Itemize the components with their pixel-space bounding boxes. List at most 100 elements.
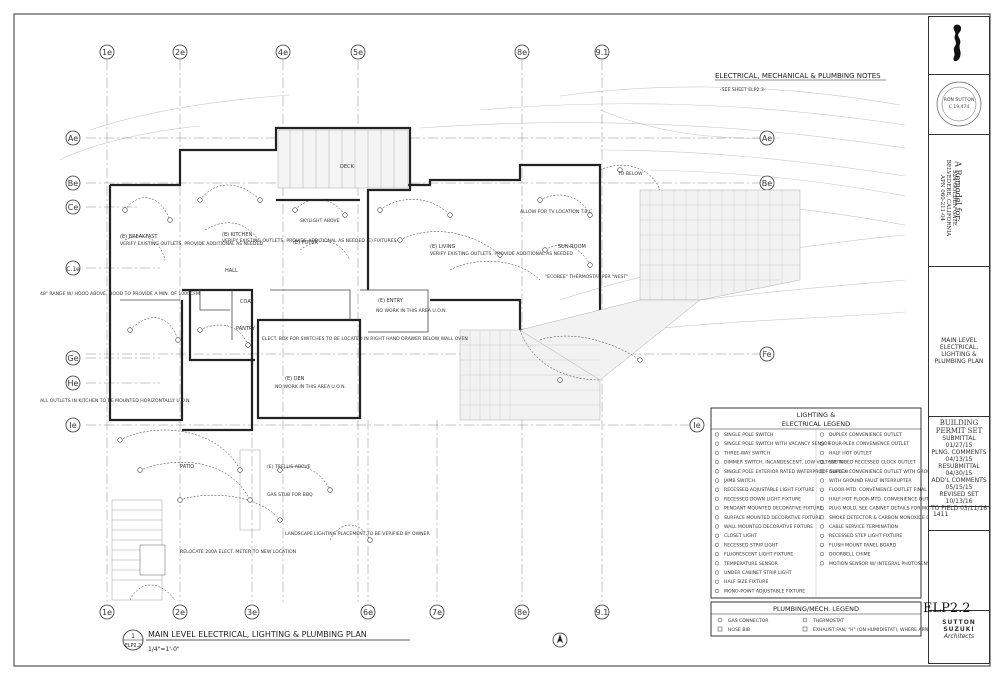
- legend-left-column: SINGLE POLE SWITCH SINGLE POLE SWITCH WIT…: [714, 432, 848, 594]
- grid-label: 7e: [432, 608, 442, 617]
- legend-item: FLUSH MOUNT PANEL BOARD: [829, 542, 897, 548]
- legend-item: SURFACE MOUNTED DECORATIVE FIXTURE: [724, 515, 822, 521]
- legend-symbol-icon: [819, 441, 825, 446]
- legend-item: CLOSET LIGHT: [724, 533, 757, 539]
- title-block: RON SUTTON C 19,474 A Remodel for: 324 G…: [923, 16, 990, 665]
- legend-item: FLOOR-MTD. CONVENIENCE OUTLET FINAL LOCA…: [829, 487, 952, 493]
- drawing-number: 1: [131, 633, 135, 640]
- legend-item: FLUORESCENT LIGHT FIXTURE: [724, 552, 793, 558]
- legend-item: PLUG MOLD, SEE CABINET DETAILS FOR MOUNT…: [829, 506, 948, 512]
- grid-label: Be: [68, 179, 78, 188]
- grid-label: 1e: [102, 48, 112, 57]
- notes-title: ELECTRICAL, MECHANICAL & PLUMBING NOTES: [715, 72, 881, 80]
- room-label: PATIO: [180, 464, 194, 470]
- grid-label: 3e: [247, 608, 257, 617]
- legend-symbol-icon: [714, 552, 720, 557]
- legend-item: SINGLE POLE SWITCH WITH VACANCY SENSOR: [724, 441, 831, 447]
- legend-title-1: LIGHTING &: [797, 411, 835, 419]
- legend-item: RECESSED STEP LIGHT FIXTURE: [829, 533, 902, 539]
- annotation: "ECOBEE" THERMOSTAT PER "NEST": [545, 274, 628, 280]
- interior-walls: [120, 289, 429, 340]
- legend-symbol-icon: [714, 515, 720, 520]
- legend-symbol-icon: [714, 533, 720, 538]
- legend-symbol-icon: [714, 524, 720, 529]
- annotation: GAS STUB FOR BBQ: [267, 492, 313, 498]
- legend-symbol-icon: [714, 478, 720, 483]
- plumbing-legend-title: PLUMBING/MECH. LEGEND: [773, 605, 859, 613]
- light-fixtures: [117, 167, 643, 543]
- room-note: VERIFY EXISTING OUTLETS, PROVIDE ADDITIO…: [120, 241, 263, 247]
- drawing-title-text: MAIN LEVEL ELECTRICAL, LIGHTING & PLUMBI…: [148, 630, 367, 639]
- legend-item: JAMB SWITCH: [723, 478, 755, 484]
- legend-symbol-icon: [819, 469, 825, 474]
- legend-symbol-icon: [714, 432, 720, 437]
- revision-item: PLNG. COMMENTS 04/13/15: [931, 449, 987, 463]
- legend-item: HALF HOT OUTLET: [829, 450, 872, 456]
- stamp-cell: RON SUTTON C 19,474: [929, 75, 989, 135]
- grid-label: Ge: [67, 354, 78, 363]
- revision-item: ADD'L COMMENTS 05/15/15: [931, 477, 987, 491]
- room-label: (E) LIVING: [430, 244, 456, 250]
- grid-label: 4e: [278, 48, 288, 57]
- grid-label: 8e: [517, 48, 527, 57]
- revisions-cell: BUILDING PERMIT SET SUBMITTAL 01/27/15 P…: [929, 417, 989, 512]
- grid-label: C.1e: [66, 266, 80, 273]
- legend-item: CABLE SERVICE TERMINATION: [829, 524, 898, 530]
- grid-label: Ie: [69, 421, 76, 430]
- legend-item: RECESSED DOWN LIGHT FIXTURE: [724, 496, 801, 502]
- revision-item: REVISED SET 10/13/16: [939, 491, 979, 505]
- sheet-title: MAIN LEVEL ELECTRICAL, LIGHTING & PLUMBI…: [934, 337, 984, 365]
- project-address-1: 324 GOLDEN GATE: [951, 170, 957, 226]
- legend-symbol-icon: [714, 441, 720, 446]
- deck-hatch: [277, 129, 409, 189]
- legend-symbol-icon: [714, 496, 720, 501]
- wiring-circuits: [119, 164, 661, 601]
- legend-symbol-icon: [819, 561, 825, 566]
- legend-symbol-icon: [714, 506, 720, 511]
- legend-symbol-icon: [819, 524, 825, 529]
- drawing-scale: 1/4"=1'-0": [148, 646, 180, 653]
- legend-item: WALL MOUNTED DECORATIVE FIXTURE: [724, 524, 813, 530]
- room-label: SUN ROOM: [558, 244, 586, 250]
- architect-stamp-icon: RON SUTTON C 19,474: [936, 81, 982, 127]
- plumbing-legend: PLUMBING/MECH. LEGEND GAS CONNECTOR THER…: [710, 601, 946, 637]
- legend-symbol-icon: [819, 487, 825, 492]
- legend-symbol-icon: [819, 552, 825, 557]
- legend-item: THREE-WAY SWITCH: [723, 450, 770, 456]
- room-note: VERIFY EXISTING OUTLETS, PROVIDE ADDITIO…: [430, 251, 573, 257]
- revision-item: RESUBMITTAL 04/30/15: [938, 463, 980, 477]
- drawing-sheet-ref: ELP2.2: [125, 643, 141, 649]
- legend-title-2: ELECTRICAL LEGEND: [782, 420, 850, 428]
- annotation: ELECT. BOX FOR SWITCHES TO BE LOCATED IN…: [262, 336, 468, 342]
- sheet-number-cell: ELP2.2: [923, 531, 989, 616]
- legend-symbol-icon: [819, 450, 825, 455]
- plumbing-item: EXHAUST FAN, "H" (ON HUMIDISTAT), WHERE …: [813, 627, 946, 633]
- plumbing-item: HOSE BIB: [728, 627, 750, 633]
- annotation: ALL OUTLETS IN KITCHEN TO BE MOUNTED HOR…: [40, 398, 191, 404]
- grid-bubble-labels: 1e 2e 4e 5e 8e 9.1 1e 2e 3e 6e 7e 8e 9.1…: [66, 48, 772, 617]
- state-logo-icon: [953, 24, 962, 62]
- plumbing-item: THERMOSTAT: [812, 618, 844, 624]
- legend-item: SINGLE POLE SWITCH: [724, 432, 774, 438]
- notes-subtitle: -SEE SHEET ELP2.3-: [720, 87, 766, 93]
- legend-item: WITH GROUND FAULT INTERRUPTER: [829, 478, 912, 484]
- room-label: (E) KITCHEN: [222, 232, 253, 238]
- grid-label: Ae: [68, 134, 78, 143]
- room-label: PANTRY: [236, 326, 256, 332]
- legend-item: RECESSED STRIP LIGHT: [724, 542, 778, 548]
- legend-symbol-icon: [714, 487, 720, 492]
- room-label: COAT: [240, 299, 254, 305]
- grid-label: Ae: [762, 134, 772, 143]
- room-labels: (E) BREAKFAST VERIFY EXISTING OUTLETS, P…: [120, 164, 586, 470]
- room-label: (E) BREAKFAST: [120, 234, 158, 240]
- legend-symbol-icon: [714, 542, 720, 547]
- room-label: (E) DEN: [285, 376, 305, 382]
- grid-label: Fe: [762, 350, 771, 359]
- firm-cell: SUTTON SUZUKI Architects: [929, 611, 989, 665]
- legend-symbol-icon: [819, 496, 825, 501]
- firm-type: Architects: [943, 633, 975, 640]
- legend-item: DUPLEX CONVENIENCE OUTLET WITH GROUND FA…: [829, 469, 953, 475]
